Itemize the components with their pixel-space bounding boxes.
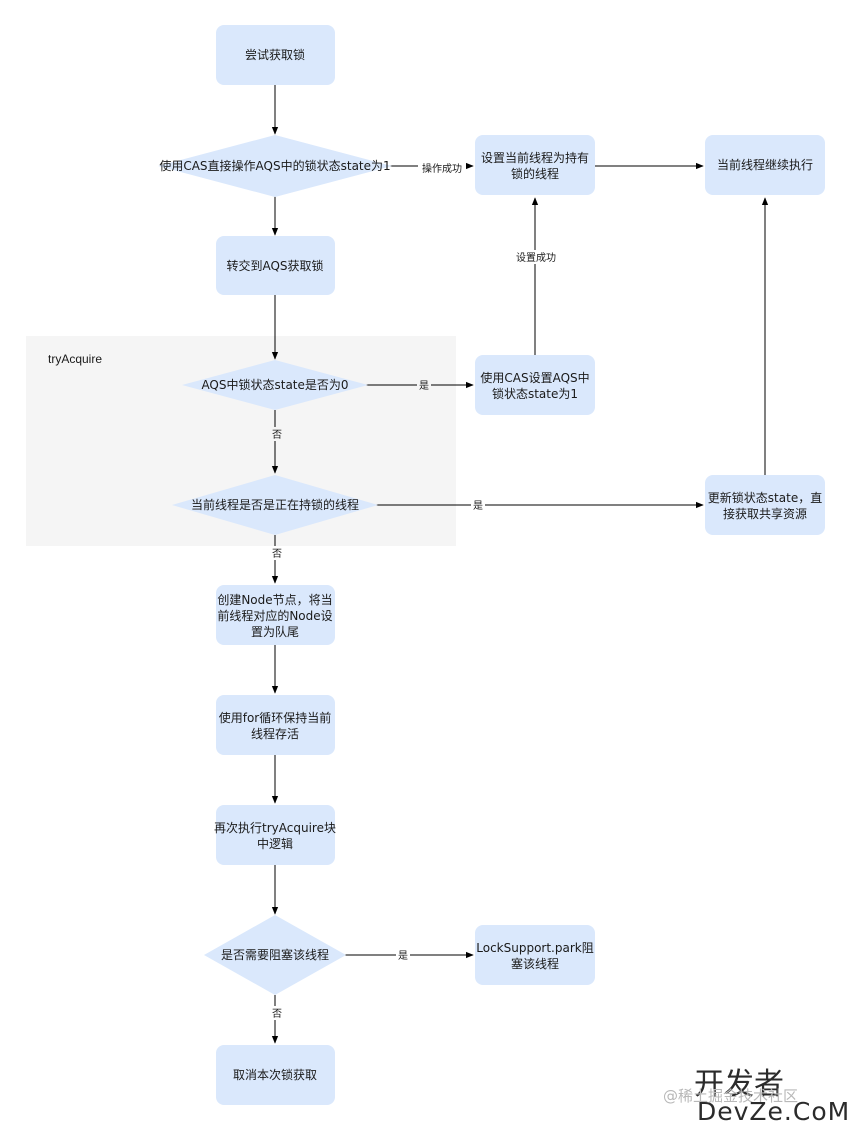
node-cas-direct [158, 135, 392, 197]
edges [271, 85, 769, 1044]
node-is-holder [172, 475, 378, 535]
node-continue-exec-label: 当前线程继续执行 [717, 157, 813, 172]
node-set-owner-line2: 锁的线程 [511, 166, 559, 181]
node-retry-line1: 再次执行tryAcquire块 [214, 821, 336, 835]
node-for-loop [216, 695, 335, 755]
node-create-node-line3: 置为队尾 [251, 624, 299, 639]
node-retry [216, 805, 335, 865]
edge-label-yes-2: 是 [473, 500, 483, 512]
node-state-zero-label: AQS中锁状态state是否为0 [201, 377, 348, 392]
node-create-node [216, 585, 335, 645]
node-for-loop-line2: 线程存活 [251, 726, 299, 741]
watermark-en: DevZe.CoM [697, 1097, 850, 1126]
node-state-zero [182, 360, 368, 410]
node-set-owner-line1: 设置当前线程为持有 [481, 150, 589, 165]
node-update-state-line2: 接获取共享资源 [723, 506, 807, 521]
edge-label-op-success: 操作成功 [422, 162, 462, 175]
node-create-node-line2: 前线程对应的Node设 [217, 608, 332, 623]
node-is-holder-label: 当前线程是否是正在持锁的线程 [191, 497, 359, 512]
watermark: 开发者 @稀土掘金技术社区 DevZe.CoM [663, 1067, 850, 1126]
node-delegate-aqs [216, 236, 335, 295]
node-continue-exec [705, 135, 825, 195]
watermark-community: @稀土掘金技术社区 [663, 1087, 798, 1105]
edge-labels: 操作成功 设置成功 是 否 是 否 是 否 [270, 161, 560, 1020]
node-update-state [705, 475, 825, 535]
node-cas-set [475, 355, 595, 415]
node-try-lock [216, 25, 335, 85]
node-try-lock-label: 尝试获取锁 [245, 47, 305, 62]
edge-label-set-success: 设置成功 [516, 252, 556, 264]
node-cas-set-line1: 使用CAS设置AQS中 [480, 370, 589, 385]
edge-label-no-2: 否 [272, 548, 282, 560]
node-park [475, 925, 595, 985]
node-cancel [216, 1045, 335, 1105]
edge-label-no-1: 否 [272, 429, 282, 441]
node-update-state-line1: 更新锁状态state，直 [708, 490, 822, 505]
node-set-owner [475, 135, 595, 195]
node-need-block [204, 915, 346, 995]
edge-label-no-3: 否 [272, 1008, 282, 1020]
edge-label-yes-1: 是 [419, 380, 429, 392]
node-park-line1: LockSupport.park阻 [476, 941, 593, 955]
node-retry-line2: 中逻辑 [257, 836, 293, 851]
node-delegate-aqs-label: 转交到AQS获取锁 [226, 258, 323, 273]
node-cas-set-line2: 锁状态state为1 [492, 386, 578, 401]
watermark-cn: 开发者 [694, 1067, 784, 1102]
edge-label-yes-3: 是 [398, 950, 408, 962]
node-for-loop-line1: 使用for循环保持当前 [219, 710, 332, 725]
nodes: 尝试获取锁 使用CAS直接操作AQS中的锁状态state为1 设置当前线程为持有… [158, 25, 825, 1105]
node-need-block-label: 是否需要阻塞该线程 [221, 947, 329, 962]
node-park-line2: 塞该线程 [511, 956, 559, 971]
tryacquire-group-label: tryAcquire [48, 352, 102, 366]
node-cas-direct-label: 使用CAS直接操作AQS中的锁状态state为1 [159, 158, 390, 173]
node-create-node-line1: 创建Node节点，将当 [217, 593, 332, 607]
node-cancel-label: 取消本次锁获取 [233, 1067, 317, 1082]
